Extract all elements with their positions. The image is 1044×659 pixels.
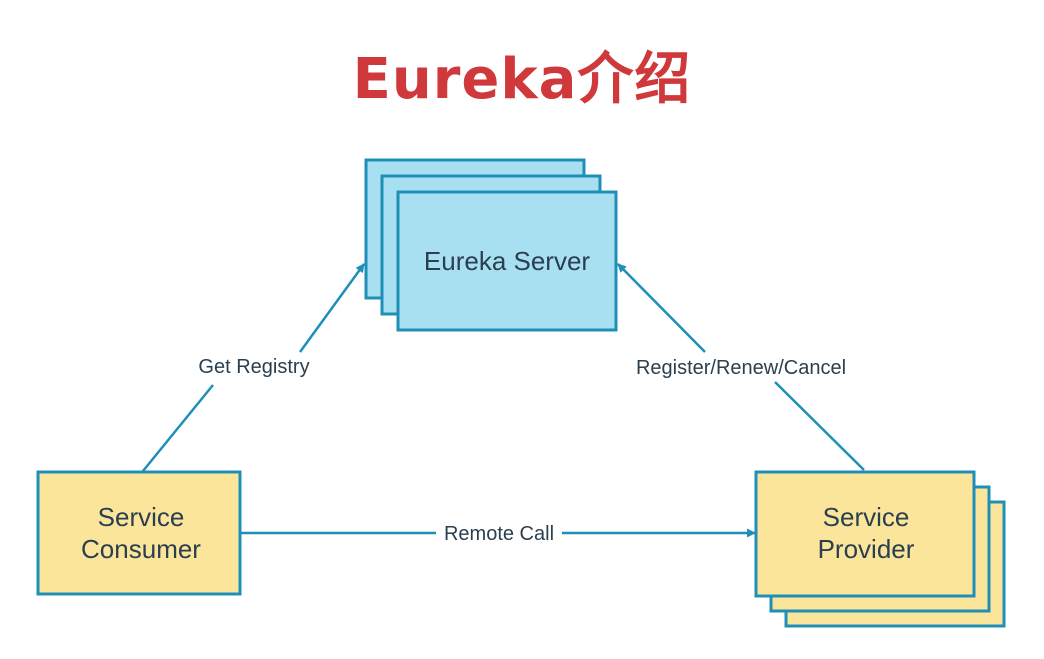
provider-stack-front: [754, 470, 976, 598]
get-registry-label: Get Registry: [198, 356, 309, 378]
provider-label-line2: Provider: [818, 534, 915, 564]
provider-label-line1: Service: [823, 502, 910, 532]
service-provider-node: Service Provider: [754, 470, 1006, 628]
page-title: Eureka介绍: [352, 47, 692, 112]
register-arrow-upper: [617, 263, 706, 353]
edge-remote-call: Remote Call: [241, 523, 756, 545]
service-consumer-node: Service Consumer: [36, 470, 242, 596]
eureka-server-label: Eureka Server: [424, 246, 591, 276]
eureka-server-node: Eureka Server: [364, 158, 618, 332]
consumer-label-line1: Service: [98, 502, 185, 532]
consumer-label-line2: Consumer: [81, 534, 201, 564]
remote-call-label: Remote Call: [444, 523, 554, 545]
register-renew-cancel-label: Register/Renew/Cancel: [636, 357, 846, 379]
register-arrow-lower: [774, 381, 865, 471]
consumer-box: [36, 470, 242, 596]
get-registry-arrow-lower: [142, 384, 214, 472]
edge-get-registry: Get Registry: [142, 263, 366, 472]
get-registry-arrow-upper: [298, 263, 366, 353]
server-stack-front: [396, 190, 618, 332]
edge-register-renew-cancel: Register/Renew/Cancel: [617, 263, 865, 471]
